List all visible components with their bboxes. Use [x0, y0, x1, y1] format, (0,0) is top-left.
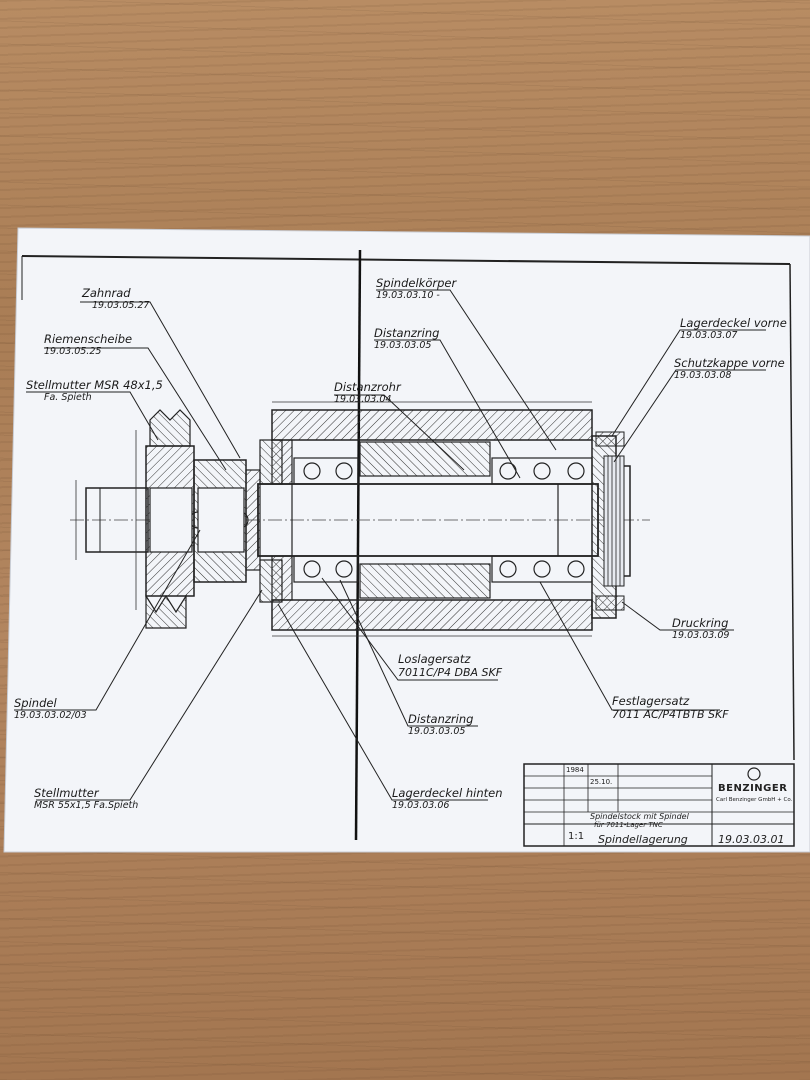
label-spindel: Spindel 19.03.03.02/03	[14, 696, 87, 721]
label-title: Schutzkappe vorne	[674, 356, 785, 370]
label-title: Distanzrohr	[334, 380, 401, 394]
label-title: Distanzring	[374, 326, 440, 340]
housing-bottom	[271, 599, 593, 631]
tb-subtitle: Spindelstock mit Spindel	[590, 812, 689, 821]
label-spindelkoerper: Spindelkörper 19.03.03.10 -	[376, 276, 457, 301]
fold-line	[354, 249, 362, 841]
label-title: Stellmutter MSR 48x1,5	[26, 378, 163, 392]
tb-date: 25.10.	[590, 778, 613, 786]
tb-scale: 1:1	[568, 831, 585, 842]
label-number: 19.03.05.25	[44, 345, 102, 357]
label-title: Lagerdeckel hinten	[392, 786, 503, 800]
label-distanzrohr: Distanzrohr 19.03.03.04	[334, 380, 401, 405]
label-number: 7011C/P4 DBA SKF	[398, 665, 503, 679]
rear-cover	[259, 559, 283, 603]
label-title: Spindelkörper	[376, 276, 457, 290]
label-number: 19.03.03.10 -	[376, 289, 440, 301]
label-number: 19.03.03.08	[674, 369, 732, 381]
label-number: 19.03.03.07	[680, 329, 738, 341]
label-number: 19.03.03.04	[334, 393, 392, 405]
label-number: 19.03.03.06	[392, 799, 450, 811]
label-number: 19.03.03.05	[374, 339, 432, 351]
label-title: Stellmutter	[34, 786, 99, 800]
label-distanzring-top: Distanzring 19.03.03.05	[374, 326, 440, 351]
label-festlagersatz: Festlagersatz 7011 AC/P4TBTB SKF	[612, 694, 729, 721]
label-lagerdeckel-vorne: Lagerdeckel vorne 19.03.03.07	[680, 316, 787, 341]
label-title: Spindel	[14, 696, 57, 710]
label-number: 19.03.03.02/03	[14, 709, 87, 721]
label-lagerdeckel-hinten: Lagerdeckel hinten 19.03.03.06	[392, 786, 503, 811]
label-title: Loslagersatz	[398, 652, 471, 666]
label-number: Fa. Spieth	[44, 391, 92, 403]
label-title: Festlagersatz	[612, 694, 690, 708]
label-schutzkappe-vorne: Schutzkappe vorne 19.03.03.08	[674, 356, 785, 381]
label-number: 19.03.03.05	[408, 725, 466, 737]
label-stellmutter-msr48: Stellmutter MSR 48x1,5 Fa. Spieth	[26, 378, 163, 403]
label-title: Druckring	[672, 616, 729, 630]
label-number: 7011 AC/P4TBTB SKF	[612, 707, 729, 721]
label-number: 19.03.03.09	[672, 629, 730, 641]
tb-name: Spindellagerung	[598, 833, 688, 846]
label-title: Zahnrad	[82, 286, 131, 300]
label-title: Lagerdeckel vorne	[680, 316, 787, 330]
tb-drawing-no: 19.03.03.01	[718, 833, 785, 846]
label-title: Riemenscheibe	[44, 332, 133, 346]
label-zahnrad: Zahnrad 19.03.05.27	[82, 286, 150, 311]
label-riemenscheibe: Riemenscheibe 19.03.05.25	[44, 332, 133, 357]
rear-bearings	[293, 457, 359, 583]
label-stellmutter-msr55: Stellmutter MSR 55x1,5 Fa.Spieth	[34, 786, 139, 811]
locknut	[245, 469, 261, 571]
tb-subtitle2: für 7011-Lager TNC	[594, 821, 663, 829]
paper-sheet	[3, 227, 810, 853]
tb-company: Carl Benzinger GmbH + Co.	[716, 797, 793, 803]
label-druckring: Druckring 19.03.03.09	[672, 616, 730, 641]
tb-logo: BENZINGER	[718, 783, 788, 794]
tb-year: 1984	[566, 766, 584, 774]
housing-top	[271, 409, 593, 441]
label-loslagersatz: Loslagersatz 7011C/P4 DBA SKF	[398, 652, 503, 679]
title-block	[523, 763, 795, 847]
label-title: Distanzring	[408, 712, 474, 726]
leader-lines	[14, 289, 766, 801]
label-distanzring-bottom: Distanzring 19.03.03.05	[408, 712, 474, 737]
label-number: 19.03.05.27	[92, 299, 150, 311]
label-number: MSR 55x1,5 Fa.Spieth	[34, 799, 139, 811]
